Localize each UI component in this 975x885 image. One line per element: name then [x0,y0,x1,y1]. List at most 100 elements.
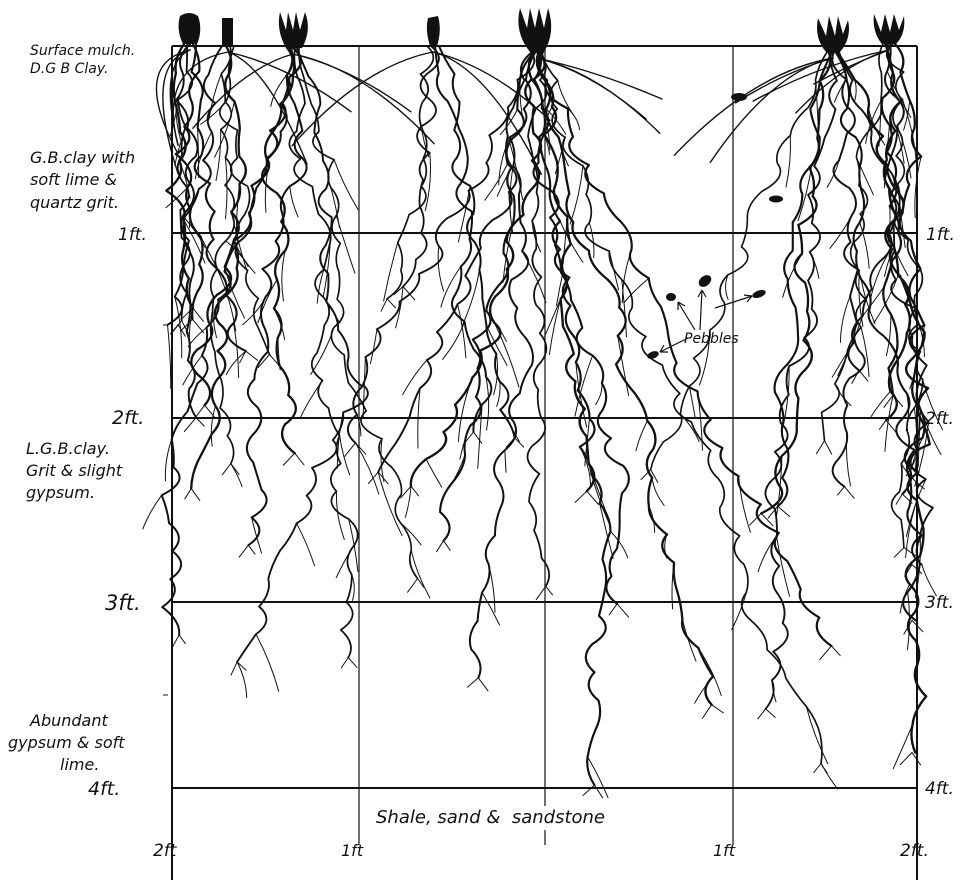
right-depth-label-2ft: 2ft. [925,409,954,429]
root-strand [185,489,191,499]
root-strand [806,707,827,764]
root-strand [739,476,751,532]
surface-layer-label: Surface mulch. [30,43,135,59]
layer2-label-line1: L.G.B.clay. [26,439,110,458]
root-strand [435,46,491,432]
layer1-label-line3: quartz grit. [30,193,119,212]
root-strand [345,443,356,457]
root-strand [558,81,574,116]
width-label-right-1ft: 1ft [713,841,736,860]
root-strand [652,478,664,506]
root-strand [195,405,205,418]
root-strand [467,678,478,687]
root-strand [848,44,904,370]
layer1-label-line2: soft lime & [30,170,117,189]
root-strand [458,304,466,358]
root-strand [256,634,279,691]
root-strand [549,299,560,354]
root-strand [411,486,419,496]
root-strand [570,166,583,224]
root-strand [369,472,379,483]
root-strand [239,545,248,557]
root-strand [231,464,242,487]
layer2-label-line3: gypsum. [26,483,95,502]
root-strand [486,377,489,430]
root-strand [297,523,315,565]
root-strand [387,299,395,308]
left-depth-label-1ft: 1ft. [118,225,147,245]
root-strand [539,52,713,705]
pebble [769,196,783,203]
root-strand [859,370,868,381]
root-strand [827,161,839,188]
layer2-label-line2: Grit & slight [26,461,123,480]
root-strand [624,278,649,302]
root-strand [840,297,850,343]
root-strand [184,418,196,432]
root-strand [882,44,901,395]
root-strand [702,705,711,719]
root-strand [191,489,200,501]
root-strand [533,52,628,604]
pebble [666,293,676,301]
root-strand [165,439,171,481]
root-strand [444,541,451,551]
bottom-stratum-label: Shale, sand & sandstone [376,807,605,828]
arrow [698,290,706,330]
root-strand [617,604,629,617]
width-label-left-1ft: 1ft [341,841,364,860]
root-strand [832,52,865,487]
root-strand [758,709,766,719]
root-strand [222,464,231,475]
root-strand [814,764,821,773]
root-strand [900,753,912,765]
root-strand [854,80,856,102]
root-strand [838,487,845,496]
root-strand [636,421,647,451]
root-strand [443,322,465,360]
root-strand [237,662,247,698]
root-strand [478,678,488,691]
root-strand [370,329,377,364]
root-strand [426,459,442,487]
pebbles [646,93,783,360]
root-strand [609,604,617,615]
layer1-label-line1: G.B.clay with [30,148,135,167]
width-label-right-2ft: 2ft. [900,841,929,861]
root-strand [651,52,827,470]
root-strand [820,646,832,660]
root-strand [536,586,546,599]
root-strand [282,251,285,301]
root-strand [831,646,840,656]
layer3-label-line2: gypsum & soft [8,733,125,752]
plant-crown-4 [427,16,440,46]
root-strand [341,658,348,668]
plant-crown-3 [279,12,308,48]
root-strand [425,153,430,211]
root-strand [596,383,602,404]
root-strand [825,441,832,454]
right-depth-label-1ft: 1ft. [926,225,955,245]
root-strand [143,495,162,529]
root-strand [482,593,499,625]
root-strand [497,382,500,407]
layer3-label-line1: Abundant [29,711,108,730]
layer3-label-line3: lime. [60,755,99,774]
left-depth-label-2ft: 2ft. [112,407,144,429]
root-strand [766,709,776,718]
pebble [751,288,767,299]
root-strand [193,308,203,321]
root-strand [922,565,937,596]
root-strand [191,48,294,489]
pebble [696,273,713,290]
root-strand [871,391,890,416]
root-strand [231,464,239,475]
root-strand [821,764,827,774]
root-strand [505,450,506,472]
root-strand [240,351,246,363]
root-strand [292,52,433,146]
root-strand [405,486,411,517]
root-strand [575,491,587,502]
root-strand [894,548,904,558]
root-strand [786,136,791,188]
